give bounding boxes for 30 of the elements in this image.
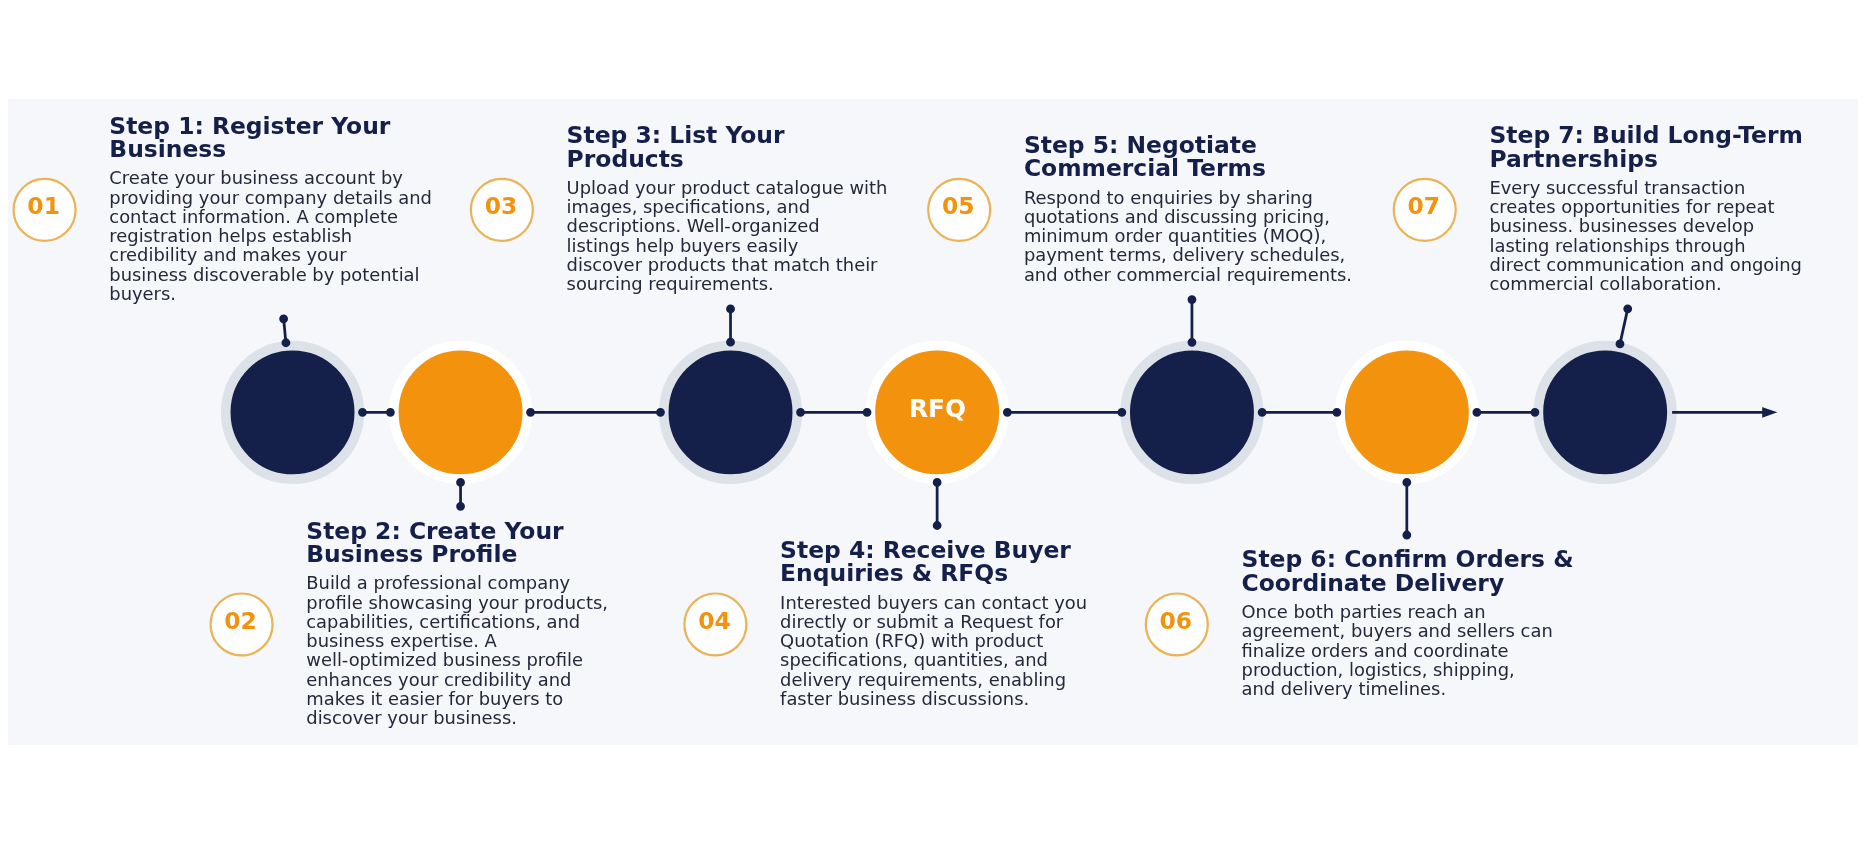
node-circle <box>1335 340 1479 484</box>
connector <box>1002 407 1127 417</box>
node-circle: 01 <box>12 177 77 242</box>
node-circle: RFQ <box>865 340 1009 484</box>
connector <box>526 407 665 417</box>
node-circle: 06 <box>1144 591 1209 657</box>
connector <box>726 304 735 347</box>
node-text: Step 5: Negotiate Commercial Terms Respond to enquiries by sharing quotations and discussing pricing, minimum order quantities (MOQ), payment terms, delivery schedules, and other commercial requirements. <box>1023 130 1353 285</box>
connector <box>358 407 395 417</box>
node-text: Step 1: Register Your Business Create your business account by providing your company details and contact information. A complete registration helps establish credibility and makes your business discoverable by potential buyers. <box>109 111 432 304</box>
node-text: Step 4: Receive Buyer Enquiries & RFQs Interested buyers can contact you directly or submit a Request for Quotation (RFQ) with product specifications, quantities, and delivery requirements, enabling faster business discussions. <box>780 535 1088 709</box>
node-circle: 05 <box>927 177 992 242</box>
node-text: Step 6: Confirm Orders & Coordinate Delivery Once both parties reach an agreement, buyers and sellers can finalize orders and coordinate production, logistics, shipping, and delivery timelines. <box>1241 544 1574 699</box>
arrow <box>1672 406 1778 418</box>
node-circle: 03 <box>469 177 534 242</box>
node-text: Step 7: Build Long-Term Partnerships Every successful transaction creates opportunities for repeat business. businesses develop lasting relationships through direct communication and ongoing commercial collaboration. <box>1489 120 1803 294</box>
node-circle <box>1120 340 1264 484</box>
node-text: Step 2: Create Your Business Profile Build a professional company profile showcasing your products, capabilities, certifications, and business expertise. A well-optimized business profile enhances your credibility and makes it easier for buyers to discover your business. <box>306 516 608 728</box>
connector <box>796 407 872 417</box>
node-circle: 04 <box>683 591 748 657</box>
connector <box>1615 303 1633 348</box>
connector <box>1402 477 1412 539</box>
node-text: Step 3: List Your Products Upload your product catalogue with images, specifications, and descriptions. Well-organized listings help buyers easily discover products that match their sourcing requirements. <box>566 120 888 294</box>
connector <box>1472 407 1540 417</box>
connector <box>456 477 465 511</box>
connector <box>1257 407 1342 417</box>
node-circle: 07 <box>1392 177 1457 242</box>
connector <box>1187 294 1197 347</box>
node-circle: 02 <box>209 591 274 657</box>
connector <box>932 477 942 530</box>
